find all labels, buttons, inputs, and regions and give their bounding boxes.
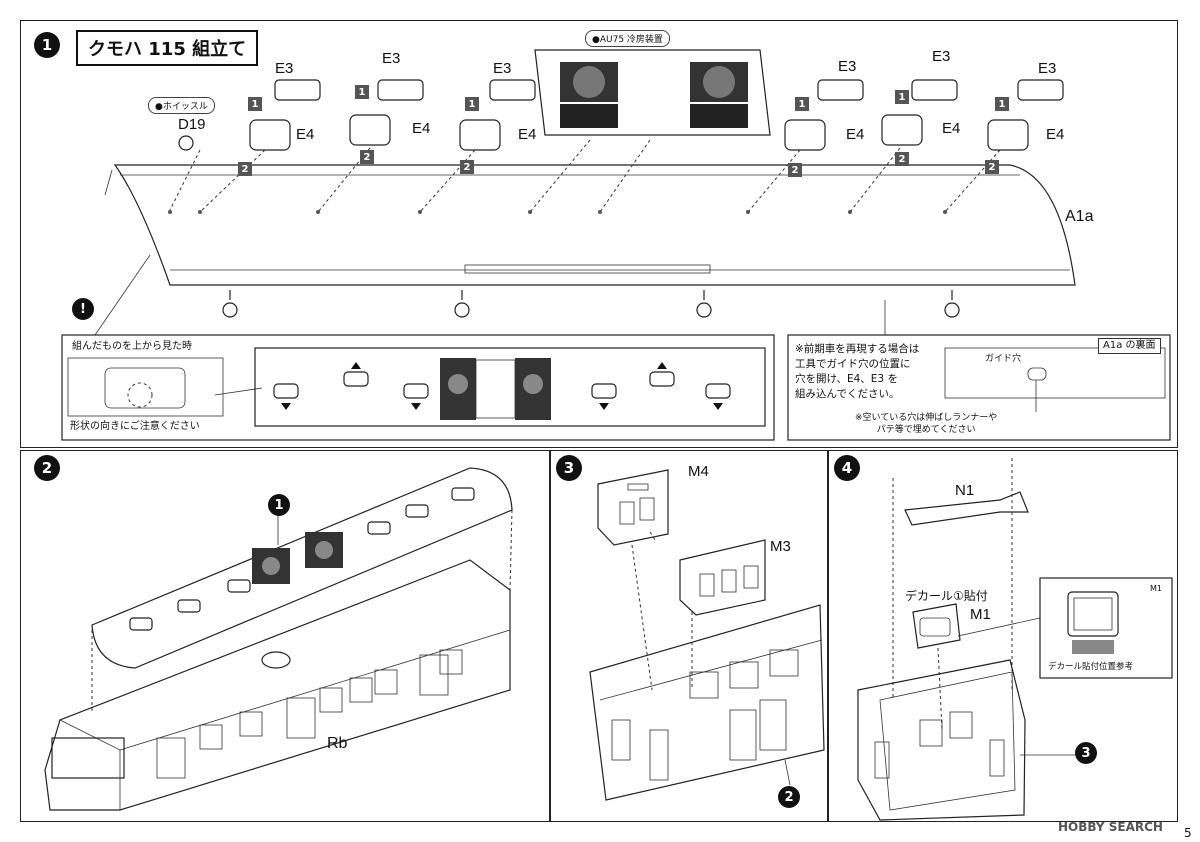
step3-ref-step2-badge: 2	[778, 786, 800, 808]
order-1-badge: 1	[355, 85, 369, 99]
order-2-badge: 2	[460, 160, 474, 174]
step3-number-badge: 3	[556, 455, 582, 481]
part-d19-label: D19	[178, 116, 206, 133]
part-m1-label: M1	[970, 606, 991, 623]
order-1-badge: 1	[465, 97, 479, 111]
order-2-badge: 2	[360, 150, 374, 164]
order-1-badge: 1	[895, 90, 909, 104]
part-n1-label: N1	[955, 482, 975, 499]
whistle-tag: ●ホイッスル	[148, 97, 215, 114]
page-number: 5	[1184, 826, 1192, 840]
part-e3-label: E3	[838, 58, 857, 75]
decal-label: デカール①貼付	[905, 589, 988, 603]
part-e3-label: E3	[493, 60, 512, 77]
part-e3-label: E3	[382, 50, 401, 67]
orientation-note: 形状の向きにご注意ください	[70, 421, 200, 432]
step2-ref-step1-badge: 1	[268, 494, 290, 516]
decal-position-label: デカール貼付位置参考	[1048, 662, 1134, 672]
roof-part-label: A1a	[1065, 208, 1094, 225]
part-m3-label: M3	[770, 538, 791, 555]
inset-m1-label: M1	[1150, 584, 1162, 593]
order-1-badge: 1	[995, 97, 1009, 111]
early-model-note: ※前期車を再現する場合は 工具でガイド穴の位置に 穴を開け、E4、E3 を 組み…	[795, 343, 920, 400]
fill-holes-note: ※空いている穴は伸ばしランナーや パテ等で埋めてください	[855, 413, 998, 435]
order-1-badge: 1	[795, 97, 809, 111]
part-e4-label: E4	[1046, 126, 1065, 143]
top-view-label: 組んだものを上から見た時	[72, 341, 192, 352]
guide-hole-label: ガイド穴	[985, 354, 1022, 364]
watermark: HOBBY SEARCH	[1058, 820, 1163, 834]
part-e4-label: E4	[296, 126, 315, 143]
order-2-badge: 2	[238, 162, 252, 176]
ac-unit-tag: ●AU75 冷房装置	[585, 30, 670, 47]
step1-number-badge: 1	[34, 32, 60, 58]
warning-icon: !	[72, 298, 94, 320]
part-e4-label: E4	[846, 126, 865, 143]
order-2-badge: 2	[895, 152, 909, 166]
order-1-badge: 1	[248, 97, 262, 111]
step2-number-badge: 2	[34, 455, 60, 481]
step4-ref-step3-badge: 3	[1075, 742, 1097, 764]
step4-number-badge: 4	[834, 455, 860, 481]
part-e3-label: E3	[275, 60, 294, 77]
underside-label: A1a の裏面	[1098, 338, 1161, 354]
part-e4-label: E4	[518, 126, 537, 143]
order-2-badge: 2	[985, 160, 999, 174]
part-e4-label: E4	[942, 120, 961, 137]
step4-panel	[828, 450, 1178, 822]
part-e4-label: E4	[412, 120, 431, 137]
step1-title: クモハ 115 組立て	[76, 30, 259, 66]
order-2-badge: 2	[788, 163, 802, 177]
part-e3-label: E3	[932, 48, 951, 65]
part-m4-label: M4	[688, 463, 709, 480]
body-part-label: Rb	[327, 735, 348, 752]
part-e3-label: E3	[1038, 60, 1057, 77]
